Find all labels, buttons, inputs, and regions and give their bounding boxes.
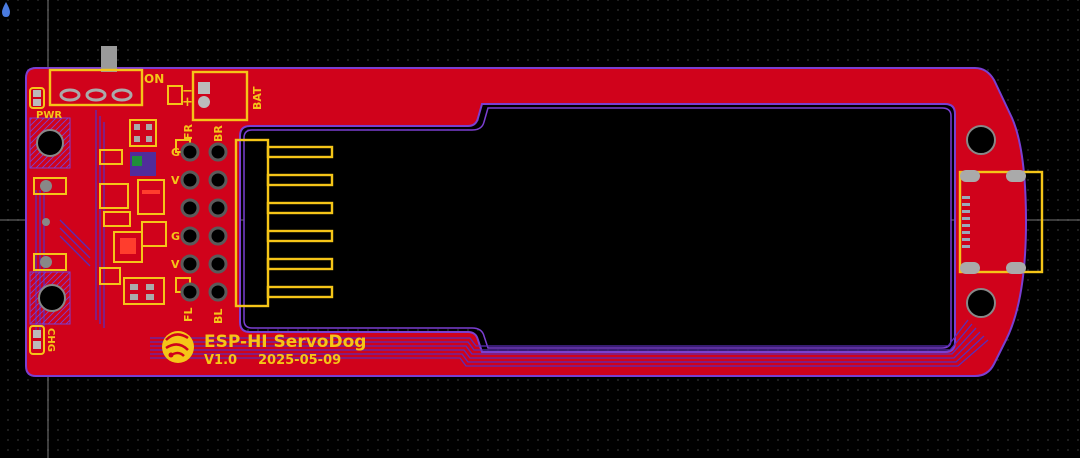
mounting-hole-right-bottom[interactable]: [966, 288, 996, 318]
battery-label: BAT: [251, 86, 264, 110]
pin-g-label-1: G: [171, 146, 180, 159]
switch-on-label: ON: [144, 72, 164, 86]
water-drop-icon[interactable]: [2, 2, 10, 17]
pin-v-label-1: V: [171, 174, 180, 187]
board-title: ESP-HI ServoDog: [204, 332, 366, 352]
servo-fl-label: FL: [182, 307, 195, 322]
board-cutout-outline: [243, 107, 952, 349]
battery-minus-label: −: [182, 84, 193, 99]
power-led[interactable]: [29, 87, 45, 109]
mounting-hole-right-top[interactable]: [966, 125, 996, 155]
via-left-2: [40, 256, 52, 268]
power-label: PWR: [36, 110, 62, 121]
battery-connector[interactable]: [167, 70, 249, 122]
espressif-logo-icon: [162, 331, 194, 363]
board-version: V1.0: [204, 353, 237, 368]
servo-header-pins[interactable]: [180, 142, 228, 302]
servo-bl-label: BL: [212, 309, 225, 324]
via-left-1: [40, 180, 52, 192]
side-pads: [33, 177, 67, 271]
mounting-hole-left-bottom[interactable]: [29, 271, 71, 325]
servo-br-label: BR: [212, 125, 225, 142]
via-left-3: [42, 218, 50, 226]
charge-label: CHG: [45, 328, 56, 352]
mounting-hole-left-top[interactable]: [29, 117, 71, 169]
charge-led[interactable]: [29, 325, 45, 355]
board-date: 2025-05-09: [258, 353, 341, 368]
pin-g-label-2: G: [171, 230, 180, 243]
right-angle-header[interactable]: [234, 138, 334, 308]
battery-plus-label: +: [182, 95, 193, 110]
usb-connector[interactable]: [958, 170, 1044, 274]
power-switch[interactable]: [48, 46, 144, 107]
pin-v-label-2: V: [171, 258, 180, 271]
servo-fr-label: FR: [182, 123, 195, 140]
